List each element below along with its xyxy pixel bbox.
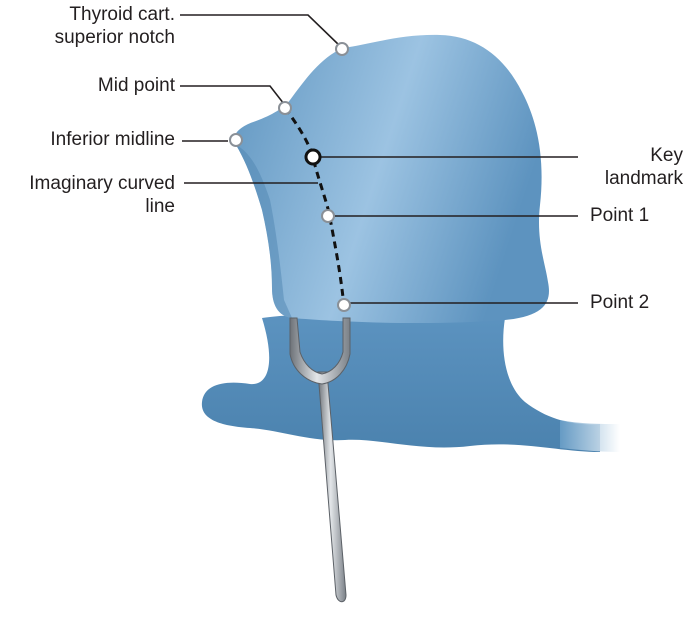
label-inferior-midline-text: Inferior midline xyxy=(50,128,175,151)
label-key-line2: landmark xyxy=(605,167,683,190)
mid-point-marker xyxy=(279,102,291,114)
label-point-2-text: Point 2 xyxy=(590,291,649,314)
label-mid-point: Mid point xyxy=(98,74,175,97)
label-mid-point-text: Mid point xyxy=(98,74,175,97)
leader-thyroid xyxy=(180,15,340,46)
label-imaginary-line1: Imaginary curved xyxy=(29,172,175,195)
point-1-marker xyxy=(322,210,334,222)
inferior-midline-point xyxy=(230,134,242,146)
label-point-2: Point 2 xyxy=(590,291,649,314)
lower-tissue-fade xyxy=(560,420,620,452)
label-key-line1: Key xyxy=(605,144,683,167)
label-point-1-text: Point 1 xyxy=(590,204,649,227)
label-inferior-midline: Inferior midline xyxy=(50,128,175,151)
leader-mid-point xyxy=(180,86,284,104)
label-thyroid-notch: Thyroid cart. superior notch xyxy=(55,3,175,49)
key-landmark-point xyxy=(306,150,320,164)
label-thyroid-line1: Thyroid cart. xyxy=(55,3,175,26)
thyroid-notch-point xyxy=(336,43,348,55)
label-imaginary-line2: line xyxy=(29,195,175,218)
point-2-marker xyxy=(338,299,350,311)
label-key-landmark: Key landmark xyxy=(605,144,683,190)
label-point-1: Point 1 xyxy=(590,204,649,227)
lower-tissue xyxy=(202,314,600,453)
label-imaginary-line: Imaginary curved line xyxy=(29,172,175,218)
label-thyroid-line2: superior notch xyxy=(55,26,175,49)
